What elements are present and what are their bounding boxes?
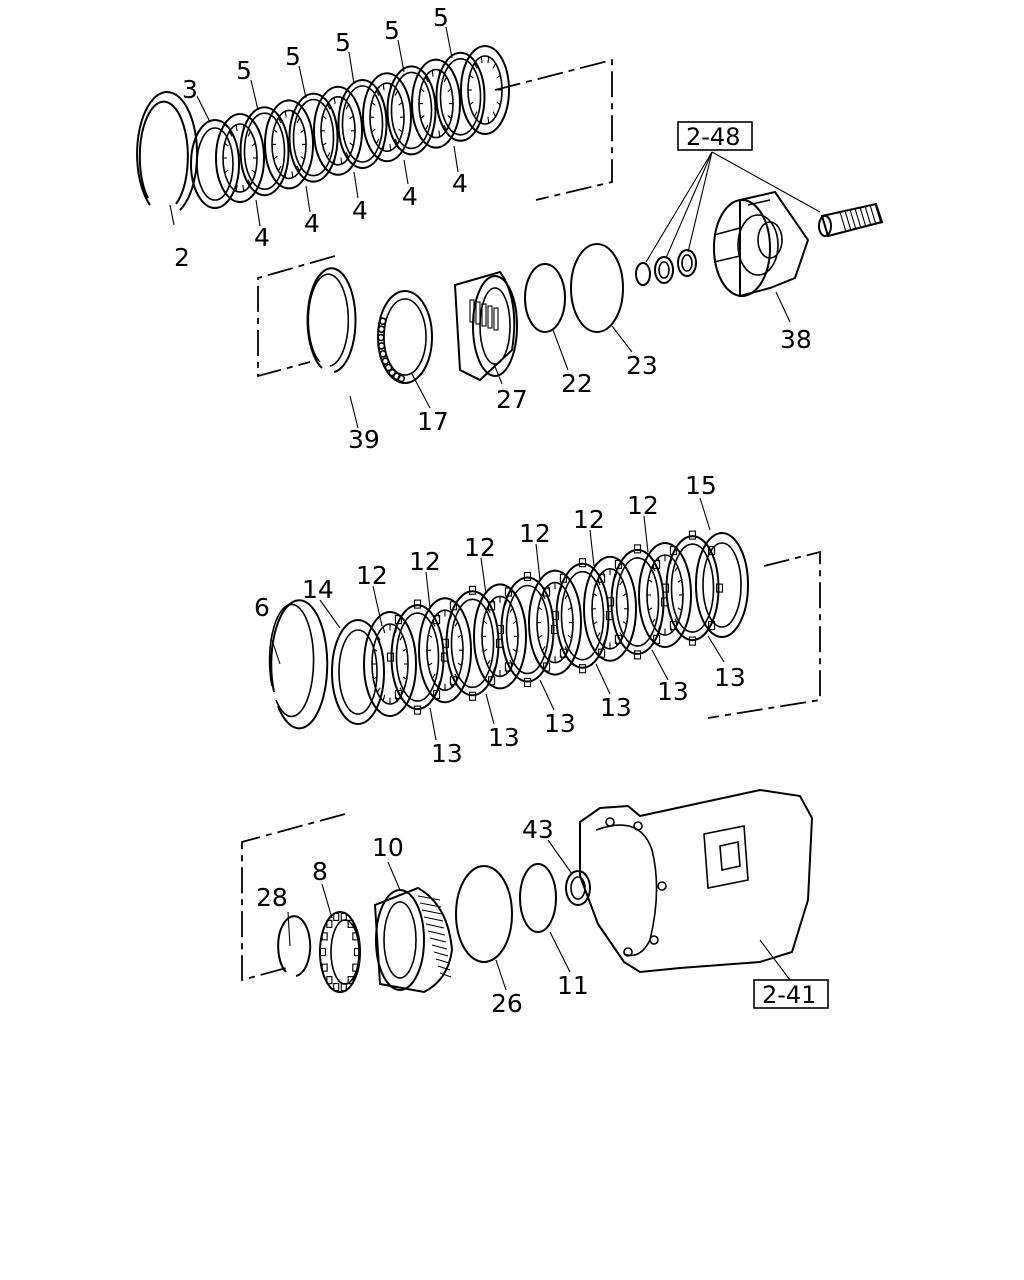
spring-coil bbox=[379, 350, 387, 358]
steel-plate bbox=[435, 51, 486, 142]
steel-plate bbox=[337, 79, 388, 169]
part-label-5: 5 bbox=[335, 28, 351, 57]
spring-coil bbox=[381, 357, 390, 365]
part-labels: 2 3 5 5 5 5 5 4 4 4 4 4 39 17 27 22 23 3… bbox=[174, 3, 812, 1018]
steel-plate bbox=[390, 604, 445, 711]
bearing-roller bbox=[321, 932, 328, 941]
friction-plate bbox=[313, 85, 363, 176]
bearing-roller bbox=[326, 976, 333, 985]
part-label-5: 5 bbox=[285, 42, 301, 71]
friction-plate bbox=[411, 58, 461, 149]
part-label-12: 12 bbox=[356, 561, 388, 590]
steel-plate bbox=[500, 576, 555, 683]
bearing-roller bbox=[333, 983, 340, 992]
friction-plate bbox=[418, 597, 472, 704]
part-label-23: 23 bbox=[626, 351, 658, 380]
reference-label-2-48: 2-48 bbox=[686, 123, 740, 151]
spring-coil bbox=[388, 368, 397, 377]
part-label-13: 13 bbox=[600, 693, 632, 722]
spring-coil bbox=[377, 325, 386, 334]
part-label-11: 11 bbox=[557, 971, 589, 1000]
part-label-15: 15 bbox=[685, 471, 717, 500]
part-label-39: 39 bbox=[348, 425, 380, 454]
part-label-2: 2 bbox=[174, 243, 190, 272]
part-label-13: 13 bbox=[714, 663, 746, 692]
leaders-middle-top bbox=[349, 291, 791, 429]
friction-plate bbox=[528, 569, 582, 676]
part-label-4: 4 bbox=[254, 223, 270, 252]
friction-plate bbox=[215, 113, 265, 203]
reference-2-41[interactable]: 2-41 bbox=[753, 939, 829, 1009]
reference-2-48[interactable]: 2-48 bbox=[645, 121, 821, 263]
steel-plate bbox=[610, 548, 665, 655]
part-label-14: 14 bbox=[302, 575, 334, 604]
friction-plate bbox=[460, 45, 510, 135]
bearing-roller bbox=[352, 932, 359, 941]
bearing-roller bbox=[347, 976, 354, 985]
part-label-12: 12 bbox=[519, 519, 551, 548]
bearing-roller bbox=[347, 919, 354, 928]
clutch-pack-lower bbox=[268, 530, 821, 730]
steel-plate bbox=[386, 65, 437, 156]
part-label-17: 17 bbox=[417, 407, 449, 436]
spring-coil bbox=[377, 342, 386, 350]
bearing-roller bbox=[321, 963, 328, 972]
leaders-lower bbox=[271, 497, 725, 741]
steel-plate bbox=[555, 562, 610, 669]
part-label-8: 8 bbox=[312, 857, 328, 886]
bearing-roller bbox=[326, 919, 333, 928]
spring-coil bbox=[378, 317, 387, 325]
part-label-12: 12 bbox=[464, 533, 496, 562]
friction-plate bbox=[362, 72, 412, 163]
steel-plate bbox=[665, 535, 720, 642]
part-label-13: 13 bbox=[431, 739, 463, 768]
part-label-5: 5 bbox=[384, 16, 400, 45]
steel-plate bbox=[288, 92, 339, 183]
bearing-roller bbox=[340, 912, 347, 921]
part-label-4: 4 bbox=[304, 209, 320, 238]
part-label-27: 27 bbox=[496, 385, 528, 414]
spring-coil bbox=[392, 372, 401, 381]
spring-coil bbox=[377, 333, 385, 342]
part-label-13: 13 bbox=[544, 709, 576, 738]
part-label-5: 5 bbox=[236, 56, 252, 85]
part-label-12: 12 bbox=[409, 547, 441, 576]
leaders-bottom bbox=[287, 839, 573, 991]
bearing-roller bbox=[352, 963, 359, 972]
part-label-13: 13 bbox=[488, 723, 520, 752]
friction-plate bbox=[638, 542, 692, 648]
part-label-13: 13 bbox=[657, 677, 689, 706]
bearing-roller bbox=[340, 983, 347, 992]
steel-plate bbox=[239, 106, 290, 197]
clutch-pack-upper bbox=[136, 45, 613, 211]
bearing-roller bbox=[353, 947, 361, 957]
friction-plate bbox=[473, 583, 527, 690]
part-label-26: 26 bbox=[491, 989, 523, 1018]
reference-label-2-41: 2-41 bbox=[762, 981, 816, 1009]
bearing-roller bbox=[319, 947, 327, 957]
bearing-roller bbox=[333, 912, 340, 921]
part-label-12: 12 bbox=[627, 491, 659, 520]
spring-coil bbox=[384, 363, 393, 372]
steel-plate bbox=[445, 590, 500, 697]
part-label-28: 28 bbox=[256, 883, 288, 912]
part-label-10: 10 bbox=[372, 833, 404, 862]
part-label-6: 6 bbox=[254, 593, 270, 622]
part-label-43: 43 bbox=[522, 815, 554, 844]
part-label-12: 12 bbox=[573, 505, 605, 534]
friction-plate bbox=[264, 99, 314, 190]
part-label-4: 4 bbox=[352, 196, 368, 225]
friction-plate bbox=[583, 555, 637, 662]
part-label-22: 22 bbox=[561, 369, 593, 398]
part-label-38: 38 bbox=[780, 325, 812, 354]
part-label-4: 4 bbox=[452, 169, 468, 198]
leaders-upper bbox=[169, 26, 459, 227]
clutch-drum-assembly bbox=[257, 190, 884, 384]
part-label-4: 4 bbox=[402, 182, 418, 211]
friction-plate bbox=[363, 611, 417, 717]
part-label-5: 5 bbox=[433, 3, 449, 32]
part-label-3: 3 bbox=[182, 75, 198, 104]
case-assembly bbox=[241, 788, 814, 994]
